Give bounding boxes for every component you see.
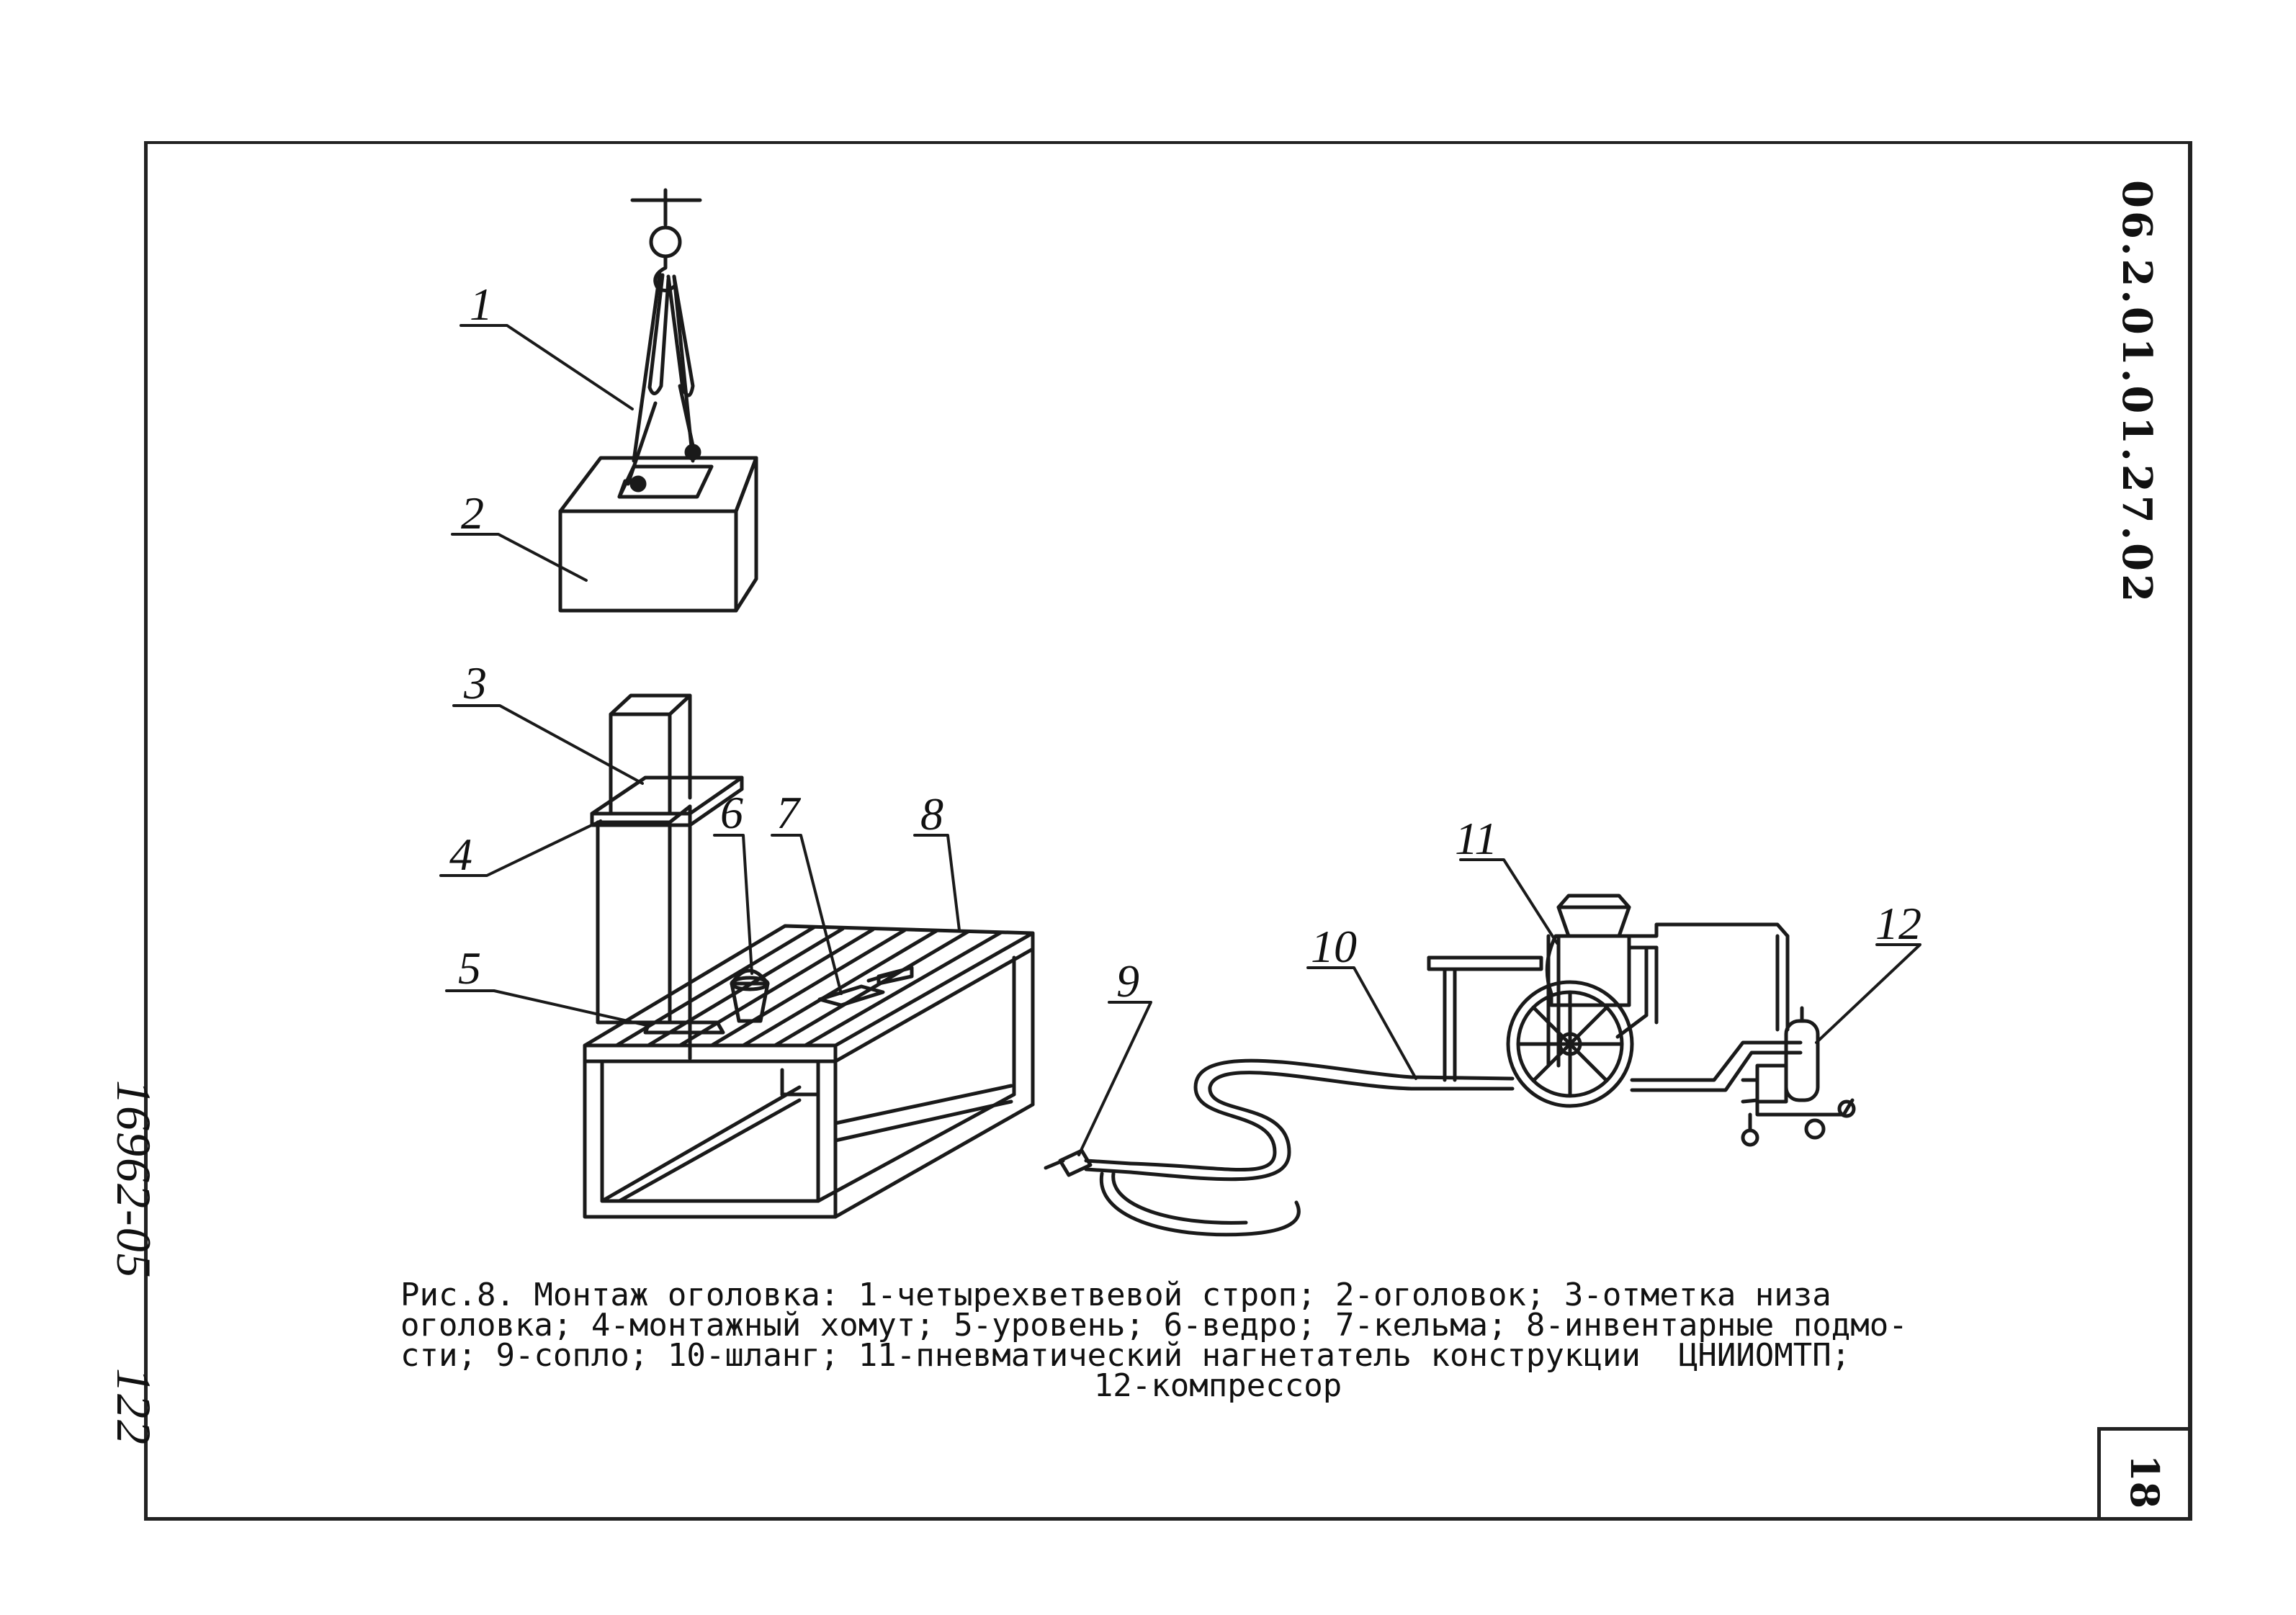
callout-8: 8: [920, 788, 943, 840]
callouts: 1 2 3 4 5 6 7 8 9 10 11 12: [449, 279, 1921, 1007]
callout-6: 6: [720, 787, 743, 838]
callout-7: 7: [776, 787, 802, 838]
callout-11: 11: [1455, 813, 1497, 864]
callout-10: 10: [1311, 921, 1357, 972]
callout-2: 2: [461, 487, 484, 539]
compressor: [1741, 1006, 1856, 1147]
nozzle: [1044, 1148, 1133, 1177]
assembly-collar: [590, 775, 744, 827]
scaffold-platform: [583, 924, 1035, 1219]
spirit-level: [643, 1020, 725, 1035]
hose: [1099, 1058, 1515, 1237]
column: [596, 693, 692, 1061]
caption-line-2: оголовка; 4-монтажный хомут; 5-уровень; …: [400, 1307, 1908, 1344]
callout-4: 4: [449, 829, 472, 880]
callout-3: 3: [463, 657, 487, 708]
caption-line-1: Рис.8. Монтаж оголовка: 1-четырехветвево…: [400, 1277, 1831, 1313]
sheet-number-box: [2097, 1427, 2192, 1521]
head-block: [558, 456, 758, 613]
caption-line-4: 12-компрессор: [1093, 1367, 1342, 1404]
crane-hook: [630, 188, 702, 292]
figure-caption: Рис.8. Монтаж оголовка: 1-четырехветвево…: [400, 1277, 1970, 1404]
callout-12: 12: [1875, 898, 1921, 949]
drawing-frame: [144, 141, 2192, 1521]
callout-1: 1: [470, 279, 493, 330]
caption-line-3: сти; 9-сопло; 10-шланг; 11-пневматически…: [400, 1337, 1851, 1374]
trowel: [817, 966, 914, 1007]
pneumatic-injector: [1427, 894, 1803, 1108]
bucket: [730, 968, 770, 1023]
callout-5: 5: [458, 943, 481, 994]
leader-lines: [439, 324, 1921, 1156]
callout-9: 9: [1116, 955, 1139, 1007]
